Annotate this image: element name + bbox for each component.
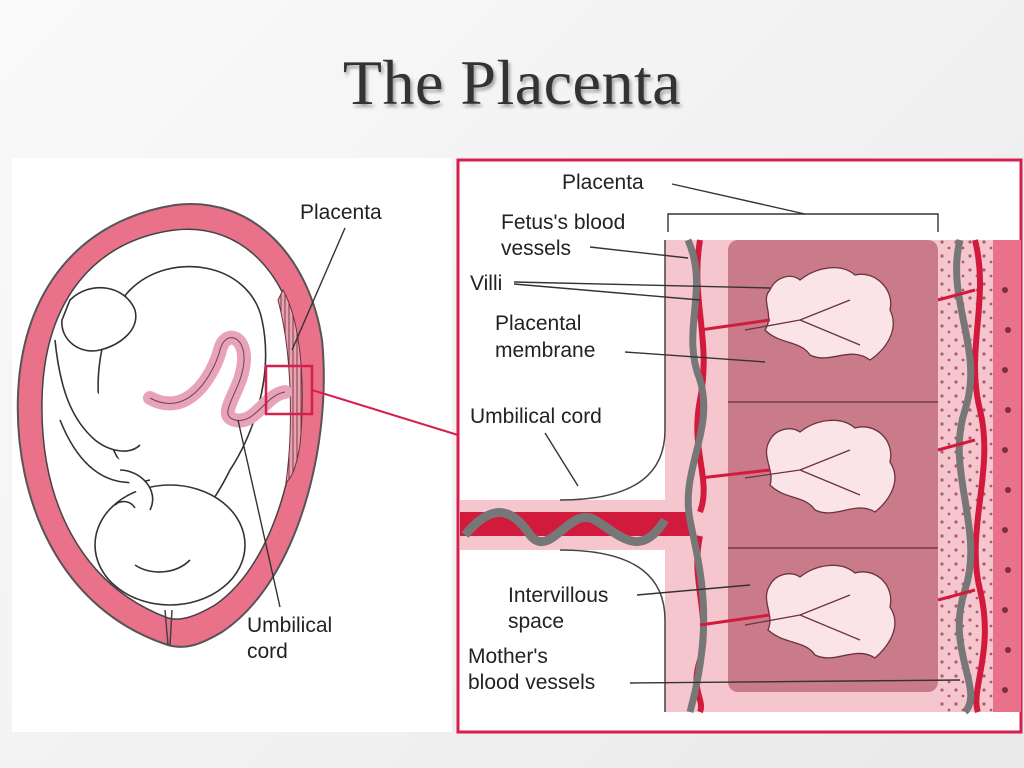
leader-intervillous (636, 584, 751, 596)
label-intervillous-2: space (508, 610, 564, 633)
leader-villi-1 (513, 281, 771, 289)
umbilical-cord-outline (149, 337, 286, 421)
cord-outline-top (559, 240, 666, 501)
fetus (54, 265, 267, 606)
slide-title: The Placenta (342, 47, 682, 118)
label-membrane-1: Placental (495, 312, 581, 335)
maternal-spiral-branches (937, 288, 976, 602)
label-umbilical-right: Umbilical cord (470, 405, 602, 428)
right-magnified-figure: Placenta Fetus's blood vessels Villi Pla… (456, 158, 1023, 734)
label-fetus-vessels-1: Fetus's blood (501, 211, 625, 234)
capillary-1 (699, 318, 771, 332)
uterine-wall-cells (1002, 287, 1011, 693)
label-intervillous-1: Intervillous (508, 584, 608, 607)
capillary-3 (699, 613, 771, 627)
label-umbilical-left-2: cord (247, 640, 288, 663)
leader-membrane (624, 351, 766, 363)
villi-cluster-3 (744, 564, 896, 659)
label-membrane-2: membrane (495, 339, 595, 362)
cervix (164, 609, 173, 646)
uterine-wall-right (993, 240, 1021, 712)
leader-villi-2 (513, 283, 701, 301)
label-umbilical-left-1: Umbilical (247, 614, 332, 637)
maternal-artery (972, 239, 988, 714)
leader-placenta-right (671, 183, 806, 215)
label-villi: Villi (470, 272, 502, 295)
fetal-vein (684, 238, 708, 713)
leader-umbilical-left (237, 419, 281, 608)
maternal-vein (953, 239, 975, 715)
cord-outline-bottom (559, 549, 666, 712)
villi-cluster-2 (744, 419, 896, 514)
zoom-connector-top (311, 389, 459, 436)
umbilical-vein-twist (461, 508, 669, 547)
capillary-2 (699, 468, 771, 480)
label-mother-vessels-2: blood vessels (468, 671, 595, 694)
label-mother-vessels-1: Mother's (468, 645, 548, 668)
leader-placenta-left (291, 227, 346, 351)
leader-mother-vessels (629, 679, 961, 684)
leader-umbilical-right (544, 432, 579, 487)
label-placenta-right: Placenta (562, 171, 644, 194)
label-placenta-left: Placenta (300, 201, 382, 224)
villi-cluster-1 (744, 267, 894, 361)
leader-fetus-vessels (589, 246, 689, 259)
left-uterus-figure: Placenta Umbilical cord (12, 158, 459, 732)
label-fetus-vessels-2: vessels (501, 237, 571, 260)
placenta-tissue (277, 288, 303, 483)
